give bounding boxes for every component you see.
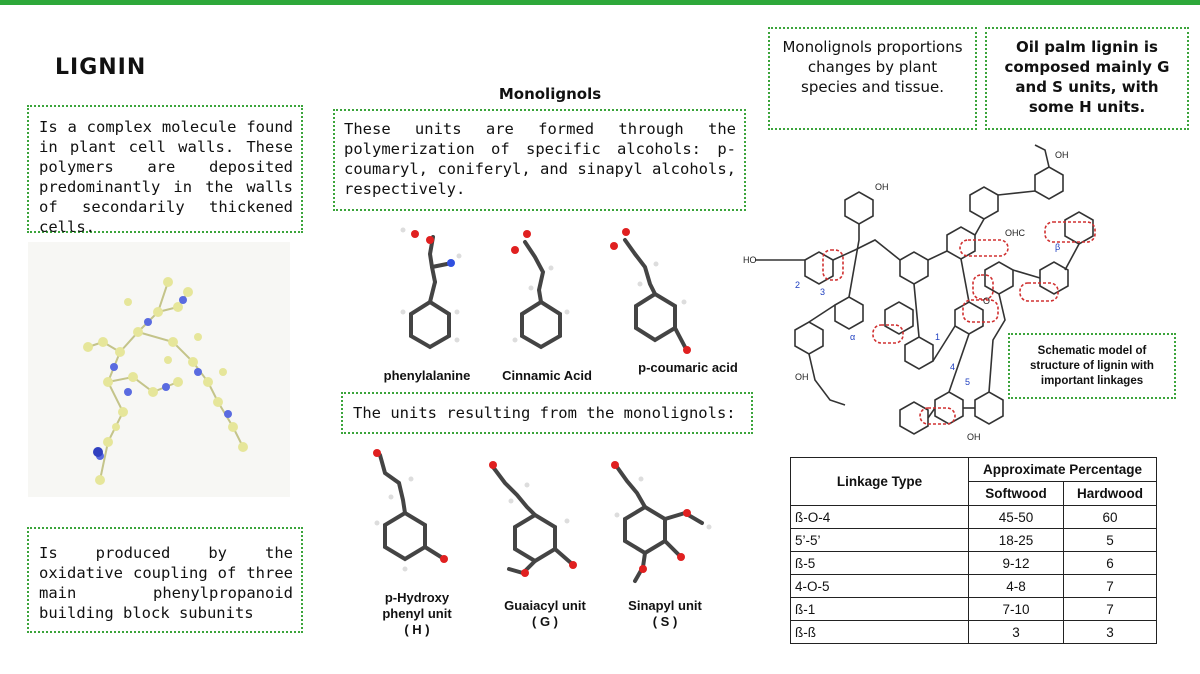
structure-label-3: 3 (820, 287, 825, 297)
cell-type: ß-5 (790, 551, 969, 575)
table-row: ß-O-4 45-50 60 (790, 505, 1157, 529)
g-unit-molecule (489, 461, 577, 577)
cell-hardwood: 60 (1063, 505, 1157, 529)
production-text: Is produced by the oxidative coupling of… (39, 544, 293, 622)
table-row: ß-5 9-12 6 (790, 551, 1157, 575)
table-row: ß-1 7-10 7 (790, 597, 1157, 621)
structure-label-oh-4: OH (795, 372, 809, 382)
table-header-row: Linkage Type Approximate Percentage (790, 457, 1157, 506)
structure-label-1: 1 (935, 332, 940, 342)
h-unit-line3: ( H ) (404, 622, 430, 637)
molecule-label-cinnamic-acid: Cinnamic Acid (502, 368, 592, 383)
h-unit-label: p-Hydroxy phenyl unit ( H ) (367, 590, 467, 638)
cell-type: ß-O-4 (790, 505, 969, 529)
units-formed-text: These units are formed through the polym… (344, 120, 736, 198)
h-unit-line2: phenyl unit (382, 606, 452, 621)
s-unit-line1: Sinapyl unit (628, 598, 702, 613)
phenylalanine-molecule (400, 227, 462, 350)
page-title: LIGNIN (55, 55, 147, 80)
monolignols-heading: Monolignols (498, 85, 602, 103)
production-box: Is produced by the oxidative coupling of… (27, 527, 303, 633)
structure-label-oh-1: OH (875, 182, 889, 192)
table-subheader-row: Softwood Hardwood (791, 481, 1157, 506)
structure-label-o: O (983, 296, 990, 306)
header-linkage-type: Linkage Type (790, 457, 969, 506)
g-unit-line1: Guaiacyl unit (504, 598, 586, 613)
top-accent-bar (0, 0, 1200, 5)
proportions-box: Monolignols proportions changes by plant… (768, 27, 977, 130)
structure-label-beta: β (1055, 242, 1060, 252)
oil-palm-text: Oil palm lignin is composed mainly G and… (1004, 38, 1170, 116)
cell-type: ß-1 (790, 597, 969, 621)
description-text: Is a complex molecule found in plant cel… (39, 118, 293, 236)
molecule-label-phenylalanine: phenylalanine (383, 368, 471, 383)
structure-label-2: 2 (795, 280, 800, 290)
structure-label-oh-3: OH (967, 432, 981, 442)
s-unit-label: Sinapyl unit ( S ) (610, 598, 720, 630)
lignin-structure-diagram: HO OH OH OHC O OH OH α β 2 3 1 4 5 (743, 144, 1096, 442)
cell-softwood: 45-50 (968, 505, 1064, 529)
lignin-3d-molecule-image (28, 242, 290, 497)
structure-label-ho: HO (743, 255, 757, 265)
description-box: Is a complex molecule found in plant cel… (27, 105, 303, 236)
cell-hardwood: 3 (1063, 620, 1157, 644)
cell-softwood: 7-10 (968, 597, 1064, 621)
cell-hardwood: 7 (1063, 597, 1157, 621)
structure-label-alpha: α (850, 332, 855, 342)
cinnamic-acid-molecule (511, 230, 570, 350)
g-unit-line2: ( G ) (532, 614, 558, 629)
oil-palm-box: Oil palm lignin is composed mainly G and… (985, 27, 1189, 130)
header-approx-percentage: Approximate Percentage (968, 457, 1157, 482)
linkage-table: Linkage Type Approximate Percentage Soft… (790, 457, 1157, 644)
table-row: 5’-5’ 18-25 5 (790, 528, 1157, 552)
structure-label-oh-2: OH (1055, 150, 1069, 160)
cell-softwood: 4-8 (968, 574, 1064, 598)
h-unit-line1: p-Hydroxy (384, 590, 450, 605)
p-coumaric-acid-molecule (610, 228, 691, 354)
structure-label-ohc: OHC (1005, 228, 1026, 238)
g-unit-label: Guaiacyl unit ( G ) (490, 598, 600, 630)
cell-softwood: 18-25 (968, 528, 1064, 552)
units-formed-box: These units are formed through the polym… (333, 109, 746, 211)
proportions-text: Monolignols proportions changes by plant… (782, 38, 963, 96)
cell-softwood: 3 (968, 620, 1064, 644)
units-resulting-text: The units resulting from the monolignols… (353, 404, 736, 422)
schematic-caption-box: Schematic model of structure of lignin w… (1008, 333, 1176, 399)
cell-type: 4-O-5 (790, 574, 969, 598)
cell-hardwood: 6 (1063, 551, 1157, 575)
cell-type: ß-ß (790, 620, 969, 644)
structure-label-5: 5 (965, 377, 970, 387)
schematic-caption-text: Schematic model of structure of lignin w… (1030, 345, 1154, 387)
table-row: 4-O-5 4-8 7 (790, 574, 1157, 598)
structure-label-4: 4 (950, 362, 955, 372)
cell-hardwood: 5 (1063, 528, 1157, 552)
header-softwood: Softwood (968, 481, 1064, 506)
cell-type: 5’-5’ (790, 528, 969, 552)
molecule-label-p-coumaric-acid: p-coumaric acid (638, 360, 738, 375)
cell-hardwood: 7 (1063, 574, 1157, 598)
table-row: ß-ß 3 3 (790, 620, 1157, 644)
units-resulting-box: The units resulting from the monolignols… (341, 392, 753, 434)
header-hardwood: Hardwood (1063, 481, 1157, 506)
cell-softwood: 9-12 (968, 551, 1064, 575)
h-unit-molecule (373, 449, 448, 572)
s-unit-line2: ( S ) (652, 614, 678, 629)
s-unit-molecule (611, 461, 712, 583)
